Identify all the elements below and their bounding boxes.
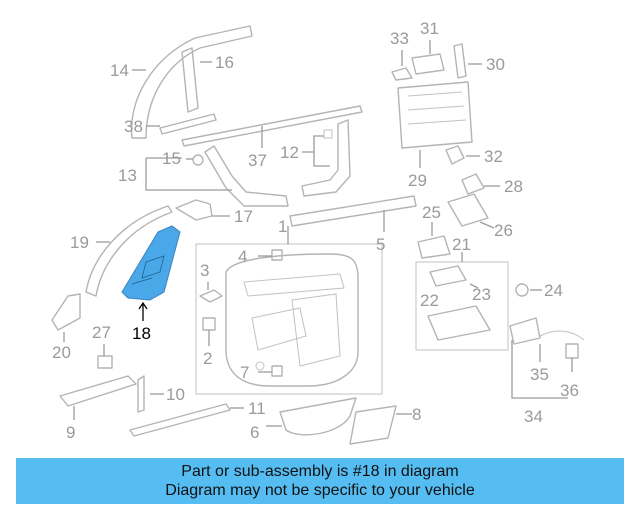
part-10-strip	[137, 375, 145, 413]
part-20-panel	[51, 293, 81, 331]
callout-33[interactable]: 33	[390, 29, 409, 48]
part-7-clip	[271, 365, 283, 377]
part-24	[515, 283, 529, 297]
part-2-clip	[202, 317, 216, 331]
callout-4[interactable]: 4	[238, 247, 247, 266]
callout-21[interactable]: 21	[452, 235, 471, 254]
part-34-handle	[509, 317, 541, 345]
callout-8[interactable]: 8	[412, 405, 421, 424]
part-28	[461, 173, 485, 195]
part-33	[391, 67, 413, 81]
callout-27[interactable]: 27	[92, 323, 111, 342]
callout-11[interactable]: 11	[248, 399, 266, 418]
callout-35[interactable]: 35	[530, 365, 549, 384]
part-29-sunshade	[397, 81, 473, 149]
part-8-panel	[349, 405, 397, 445]
callout-37[interactable]: 37	[248, 151, 267, 170]
callout-7[interactable]: 7	[240, 363, 249, 382]
part-23	[429, 265, 467, 287]
part-6-trim	[279, 397, 357, 436]
callout-26[interactable]: 26	[494, 221, 513, 240]
callout-38[interactable]: 38	[124, 117, 143, 136]
callout-25[interactable]: 25	[422, 203, 441, 222]
part-37-strip	[181, 105, 363, 147]
callout-19[interactable]: 19	[70, 233, 89, 252]
callout-13[interactable]: 13	[118, 166, 137, 185]
callout-9[interactable]: 9	[66, 423, 75, 442]
part-5-strip	[289, 195, 417, 227]
callout-23[interactable]: 23	[472, 285, 491, 304]
part-11-strip	[129, 403, 231, 437]
part-4-clip	[271, 249, 283, 261]
part-27-clip	[97, 355, 113, 369]
callout-18[interactable]: 18	[132, 324, 151, 343]
part-36-connector	[565, 343, 579, 359]
part-9-sill	[59, 375, 137, 407]
callout-24[interactable]: 24	[544, 281, 563, 300]
callout-1[interactable]: 1	[278, 217, 287, 236]
part-19-trim	[85, 205, 173, 297]
callout-6[interactable]: 6	[250, 423, 259, 442]
callout-2[interactable]: 2	[203, 349, 212, 368]
part-35-cable	[539, 330, 585, 341]
callout-5[interactable]: 5	[376, 235, 385, 254]
callout-31[interactable]: 31	[420, 19, 439, 38]
part-18-highlighted[interactable]	[121, 225, 181, 301]
callout-30[interactable]: 30	[486, 55, 505, 74]
part-17-clip	[175, 199, 213, 221]
arrow-18	[138, 301, 148, 321]
part-14-window-frame	[130, 25, 253, 139]
callout-16[interactable]: 16	[215, 53, 234, 72]
callout-36[interactable]: 36	[560, 381, 579, 400]
door-panel-group	[195, 243, 383, 395]
callout-34[interactable]: 34	[524, 407, 543, 426]
callout-32[interactable]: 32	[484, 147, 503, 166]
part-12-c-pillar	[301, 119, 351, 197]
part-26-switch	[447, 193, 489, 227]
parts-diagram: 14 16 38 37 13 15 12 17 19 18 20	[51, 19, 585, 445]
callout-22[interactable]: 22	[420, 291, 439, 310]
callout-12[interactable]: 12	[280, 143, 299, 162]
part-13-pillar-trim	[192, 145, 289, 207]
callout-14[interactable]: 14	[110, 61, 129, 80]
part-3	[199, 289, 223, 303]
part-22	[427, 305, 491, 341]
part-38-strip	[159, 113, 217, 135]
callout-17[interactable]: 17	[234, 207, 253, 226]
part-25	[417, 235, 451, 259]
info-banner: Part or sub-assembly is #18 in diagram D…	[16, 458, 624, 504]
callout-29[interactable]: 29	[408, 171, 427, 190]
callout-3[interactable]: 3	[200, 261, 209, 280]
banner-line-2: Diagram may not be specific to your vehi…	[165, 482, 475, 499]
callout-15[interactable]: 15	[162, 149, 181, 168]
part-31	[411, 53, 445, 75]
banner-line-1: Part or sub-assembly is #18 in diagram	[181, 463, 459, 480]
callout-20[interactable]: 20	[52, 343, 71, 362]
part-30	[453, 43, 467, 79]
part-32	[445, 145, 465, 165]
callout-28[interactable]: 28	[504, 177, 523, 196]
callout-10[interactable]: 10	[166, 385, 185, 404]
